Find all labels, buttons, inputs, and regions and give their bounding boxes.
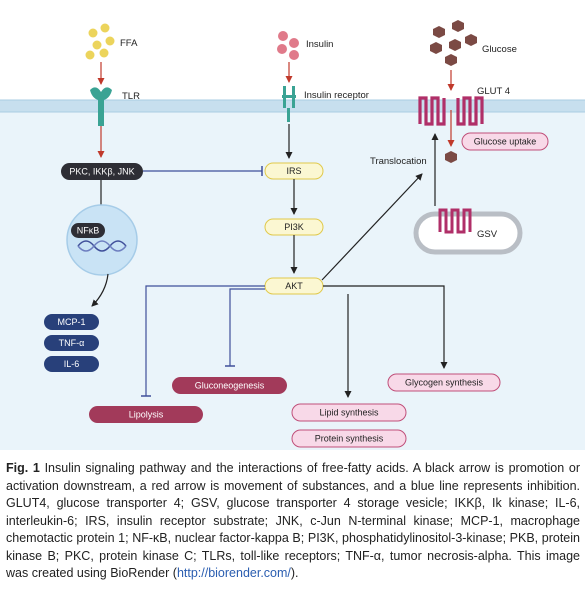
tlr-label: TLR [122, 91, 140, 102]
akt-to-glycogen-synthesis-arrow [323, 285, 448, 369]
glucose-molecules [430, 20, 477, 66]
gluconeogenesis-text: Gluconeogenesis [195, 380, 265, 390]
glycogen-synthesis-text: Glycogen synthesis [405, 377, 484, 387]
lipolysis-node: Lipolysis [89, 406, 203, 423]
pi3k-text: PI3K [284, 222, 304, 232]
nfkb-to-cytokines-arrow [91, 273, 109, 307]
il6-node: IL-6 [44, 356, 99, 372]
lipid-synthesis-text: Lipid synthesis [319, 407, 379, 417]
pkc-ikk-jnk-node: PKC, IKKβ, JNK [61, 163, 143, 180]
pkc-ikk-jnk-text: PKC, IKKβ, JNK [69, 166, 134, 176]
glycogen-synthesis-node: Glycogen synthesis [387, 373, 501, 392]
akt-text: AKT [285, 281, 303, 291]
insulin-receptor-label: Insulin receptor [304, 90, 369, 101]
gsv-vesicle: GSV [413, 208, 523, 255]
mcp1-text: MCP-1 [57, 317, 85, 327]
ffa-molecules [85, 23, 115, 60]
akt-inhibits-gluconeogenesis-line [229, 288, 265, 366]
internal-glucose-hex [445, 151, 457, 163]
pi3k-node: PI3K [264, 218, 324, 236]
glucose-uptake-text: Glucose uptake [474, 136, 537, 146]
figure-caption: Fig. 1 Insulin signaling pathway and the… [6, 460, 580, 583]
akt-inhibits-lipolysis-line [145, 285, 265, 396]
nucleus [66, 204, 138, 276]
caption-text: Insulin signaling pathway and the intera… [6, 461, 580, 580]
irs-node: IRS [264, 162, 324, 180]
biorender-link[interactable]: http://biorender.com/ [176, 566, 291, 580]
insulin-receptor-icon [282, 86, 296, 122]
il6-text: IL-6 [64, 359, 80, 369]
translocation-label: Translocation [370, 156, 427, 167]
protein-synthesis-text: Protein synthesis [315, 433, 384, 443]
gluconeogenesis-node: Gluconeogenesis [172, 377, 287, 394]
glucose-uptake-pill: Glucose uptake [461, 132, 549, 151]
lipid-synthesis-node: Lipid synthesis [291, 403, 407, 422]
lipolysis-text: Lipolysis [129, 409, 164, 419]
akt-to-glut4-arrow [321, 173, 423, 281]
glut4-label: GLUT 4 [477, 86, 510, 97]
tnf-node: TNF-α [44, 335, 99, 351]
insulin-label: Insulin [306, 39, 333, 50]
ffa-label: FFA [120, 38, 138, 49]
nfkb-text: NFκB [77, 225, 100, 235]
gsv-label: GSV [477, 229, 498, 240]
insulin-molecules [277, 31, 299, 60]
glucose-label: Glucose [482, 44, 517, 55]
tlr-receptor-icon [90, 87, 112, 126]
mcp1-node: MCP-1 [44, 314, 99, 330]
caption-end: ). [290, 566, 299, 580]
akt-node: AKT [264, 277, 324, 295]
protein-synthesis-node: Protein synthesis [291, 429, 407, 448]
insulin-signaling-diagram: FFA TLR Insulin Insulin receptor Glucose… [0, 20, 585, 450]
tnf-text: TNF-α [59, 338, 85, 348]
irs-text: IRS [286, 166, 301, 176]
nfkb-node: NFκB [71, 223, 105, 238]
figure-label: Fig. 1 [6, 461, 40, 475]
glut4-transporter-icon [418, 96, 484, 126]
